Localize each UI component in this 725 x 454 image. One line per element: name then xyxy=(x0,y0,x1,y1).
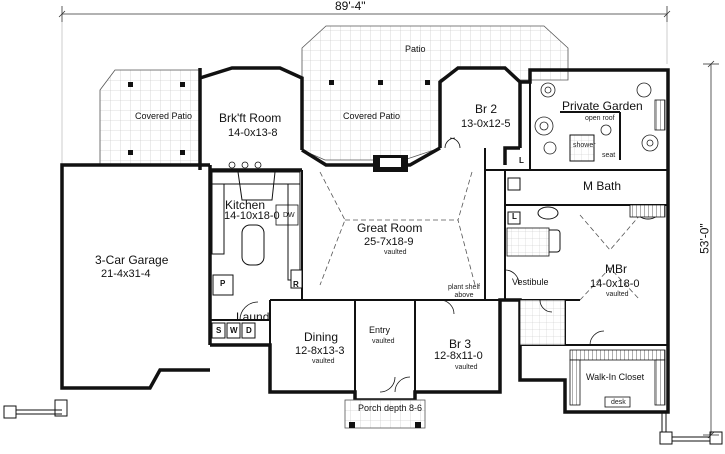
room-dining-name: Dining xyxy=(304,330,339,344)
sink-label: S xyxy=(216,326,222,335)
exterior-walls xyxy=(3,399,723,445)
patio-slab xyxy=(301,25,569,161)
dimension-depth xyxy=(703,60,719,439)
linen-label-2: L xyxy=(512,212,517,221)
desk-label: desk xyxy=(611,399,626,406)
room-private-garden-name: Private Garden xyxy=(562,99,643,113)
room-mbr-name: MBr xyxy=(605,262,627,276)
porch xyxy=(344,399,426,429)
dimension-width xyxy=(58,6,671,22)
room-kitchen-name: Kitchen xyxy=(225,198,266,212)
room-entry-name: Entry xyxy=(369,325,391,335)
room-great-room-size: 25-7x18-9 xyxy=(364,236,414,248)
porch-depth-label: Porch depth 8-6 xyxy=(358,403,423,413)
room-dining-size: 12-8x13-3 xyxy=(295,345,345,357)
room-br3-note: vaulted xyxy=(455,364,478,371)
room-m-bath-name: M Bath xyxy=(583,179,622,193)
room-entry-note: vaulted xyxy=(372,338,395,345)
room-mbr-size: 14-0x18-0 xyxy=(590,278,640,290)
depth-dimension-label: 53'-0" xyxy=(697,223,712,254)
room-breakfast-size: 14-0x13-8 xyxy=(228,127,278,139)
room-breakfast-name: Brk'ft Room xyxy=(219,111,282,125)
room-garage-size: 21-4x31-4 xyxy=(101,268,151,280)
vault-lines xyxy=(319,171,641,301)
room-great-room-name: Great Room xyxy=(357,221,423,235)
room-br3-name: Br 3 xyxy=(449,337,472,351)
room-vestibule-name: Vestibule xyxy=(512,277,549,287)
room-kitchen-size: 14-10x18-0 xyxy=(224,210,280,222)
dishwasher-label: DW xyxy=(283,212,295,219)
room-laundry-name: Laund xyxy=(236,310,270,324)
refrigerator-label: R xyxy=(293,280,299,289)
doors xyxy=(239,137,605,393)
room-private-garden-note: open roof xyxy=(585,115,615,122)
plant-shelf-label: plant shelf above xyxy=(448,284,480,299)
closet-shelving xyxy=(569,349,666,408)
patio-posts xyxy=(128,80,430,155)
kitchen-counters xyxy=(211,171,301,281)
pantry-label: P xyxy=(220,279,226,288)
washer-label: W xyxy=(230,326,238,335)
room-dining-note: vaulted xyxy=(312,358,335,365)
room-great-room-note: vaulted xyxy=(384,249,407,256)
dryer-label: D xyxy=(246,326,252,335)
bath2-tile xyxy=(506,227,550,257)
room-covered-patio-left-name: Covered Patio xyxy=(135,111,193,121)
room-br3-size: 12-8x11-0 xyxy=(434,350,483,362)
width-dimension-label: 89'-4" xyxy=(335,0,366,13)
room-mbr-note: vaulted xyxy=(606,291,629,298)
room-br2-name: Br 2 xyxy=(475,102,498,116)
laundry-appliances xyxy=(211,322,256,339)
room-walk-in-closet-name: Walk-In Closet xyxy=(586,372,645,382)
room-patio-name: Patio xyxy=(405,44,426,54)
garden-plants xyxy=(534,82,659,155)
room-garage-name: 3-Car Garage xyxy=(95,253,169,267)
shower-label: shower xyxy=(573,142,596,149)
seat-label: seat xyxy=(602,152,616,159)
shower-tile xyxy=(569,134,595,162)
room-br2-size: 13-0x12-5 xyxy=(461,118,511,130)
room-covered-patio-center-name: Covered Patio xyxy=(343,111,401,121)
linen-label-1: L xyxy=(519,156,524,165)
